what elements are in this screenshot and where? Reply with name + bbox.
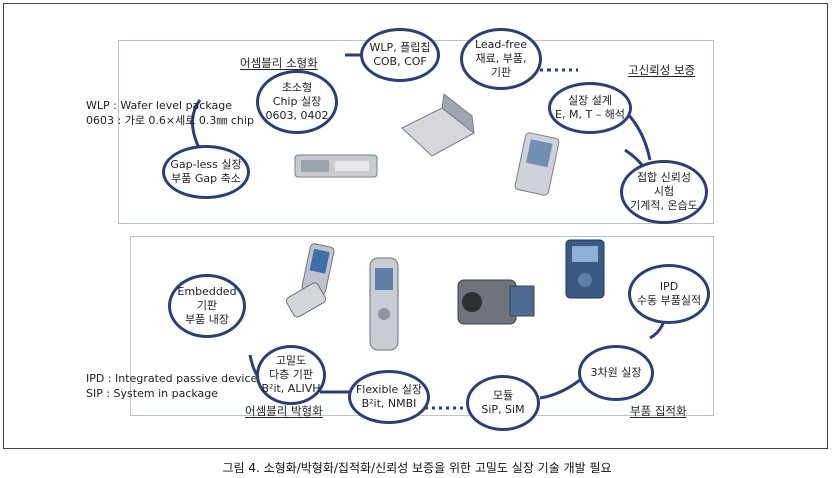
device-laptop: [401, 93, 475, 157]
device-phone-open: [369, 257, 399, 351]
bubble-line: SiP, SiM: [481, 403, 525, 416]
bubble-embedded: Embedded 기판 부품 내장: [168, 274, 246, 338]
bubble-chip-mounting: 초소형 Chip 실장 0603, 0402: [256, 70, 338, 134]
bubble-line: Flexible 실장: [355, 383, 423, 396]
device-camera-flat: [294, 154, 378, 178]
bubble-gapless: Gap-less 실장 부품 Gap 축소: [162, 145, 250, 199]
bubble-line: IPD: [659, 280, 679, 293]
note-0603: 0603 : 가로 0.6×세로 0.3㎜ chip: [86, 114, 254, 127]
note-wlp: WLP : Wafer level package: [86, 99, 233, 112]
bubble-flexible-mounting: Flexible 실장 B²it, NMBI: [348, 370, 430, 424]
bubble-lead-free: Lead-free 재료, 부품, 기판: [460, 28, 542, 90]
bubble-line: 3차원 실장: [590, 366, 642, 379]
bubble-3d-mounting: 3차원 실장: [578, 345, 654, 401]
note-sip: SIP : System in package: [86, 387, 219, 400]
bubble-line: 다층 기판: [269, 368, 313, 381]
heading-assembly-miniaturization: 어셈블리 소형화: [240, 56, 318, 70]
bubble-line: 기판: [490, 66, 512, 79]
link-module-3d: [539, 378, 581, 400]
bubble-line: B²it, NMBI: [361, 397, 417, 410]
bubble-line: Lead-free: [474, 38, 528, 51]
bubble-line: 재료, 부품,: [475, 52, 527, 65]
bubble-line: E, M, T – 해석: [555, 108, 625, 121]
bubble-line: Chip 실장: [272, 95, 322, 108]
bottom-notes: IPD : Integrated passive device SIP : Sy…: [86, 371, 257, 401]
bubble-mounting-design: 실장 설계 E, M, T – 해석: [548, 82, 632, 134]
bubble-line: 모듈: [492, 389, 514, 402]
note-ipd: IPD : Integrated passive device: [86, 372, 258, 385]
bubble-line: 0603, 0402: [265, 109, 329, 122]
bubble-line: B²it, ALIVH: [261, 382, 321, 395]
bubble-line: 수동 부품실적: [636, 294, 702, 307]
bubble-ipd: IPD 수동 부품실적: [628, 264, 710, 324]
device-camcorder: [457, 279, 535, 325]
device-mp3: [565, 239, 605, 299]
top-notes: WLP : Wafer level package 0603 : 가로 0.6×…: [86, 98, 254, 128]
bubble-joint-reliability: 접합 신뢰성 시험 기계적, 온습도: [620, 160, 708, 224]
bubble-line: COB, COF: [373, 55, 427, 68]
bubble-line: 부품 내장: [185, 313, 229, 326]
bubble-line: Embedded: [177, 285, 237, 298]
bubble-line: 실장 설계: [568, 94, 612, 107]
bubble-line: 부품 Gap 축소: [171, 172, 241, 185]
figure-frame: [3, 3, 828, 449]
bubble-line: 접합 신뢰성: [636, 171, 692, 184]
bubble-line: WLP, 플립칩: [369, 41, 431, 54]
bubble-line: 고밀도: [275, 354, 307, 367]
heading-high-reliability: 고신뢰성 보증: [628, 63, 696, 77]
bubble-wlp-flipchip: WLP, 플립칩 COB, COF: [360, 28, 440, 82]
bubble-line: 초소형: [281, 81, 313, 94]
heading-component-integration: 부품 집적화: [630, 404, 687, 418]
heading-assembly-thinning: 어셈블리 박형화: [245, 404, 323, 418]
bubble-line: 기판: [196, 299, 218, 312]
device-flip-phone: [285, 243, 335, 318]
bubble-hdi-substrate: 고밀도 다층 기판 B²it, ALIVH: [256, 345, 326, 405]
figure-caption: 그림 4. 소형화/박형화/집적화/신뢰성 보증을 위한 고밀도 실장 기술 개…: [222, 461, 612, 475]
bubble-module: 모듈 SiP, SiM: [466, 375, 540, 431]
bubble-line: Gap-less 실장: [170, 158, 242, 171]
bubble-line: 시험: [653, 185, 675, 198]
bubble-line: 기계적, 온습도: [630, 199, 698, 212]
device-pda: [514, 132, 560, 196]
